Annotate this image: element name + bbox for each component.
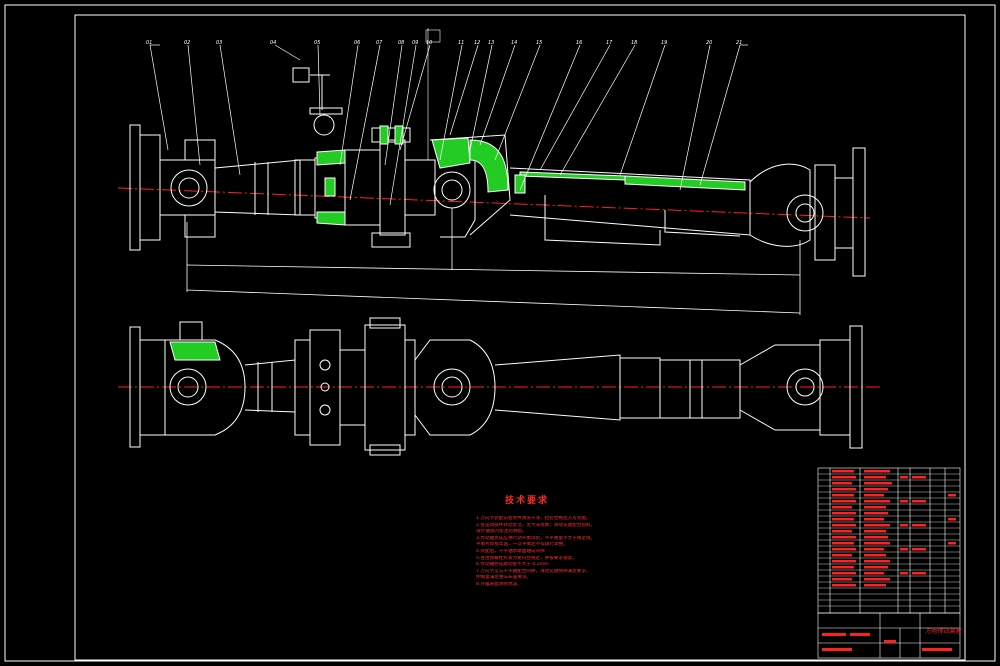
svg-text:08: 08 bbox=[398, 40, 404, 46]
tech-note-3: 滚针轴承内加注润滑脂。 bbox=[476, 529, 527, 535]
svg-text:15: 15 bbox=[536, 40, 542, 46]
technical-requirements-title: 技术要求 bbox=[505, 496, 550, 506]
svg-text:14: 14 bbox=[511, 40, 517, 46]
svg-text:06: 06 bbox=[354, 40, 360, 46]
tech-note-5: 平衡片焊接牢固，一次平衡后不得再行调整。 bbox=[476, 542, 568, 548]
svg-text:02: 02 bbox=[184, 40, 190, 46]
svg-text:19: 19 bbox=[661, 40, 667, 46]
tech-note-2: 2.各运动部件转动灵活，无卡滞现象；滑动花键配合良好。 bbox=[476, 522, 596, 528]
svg-text:11: 11 bbox=[458, 40, 464, 46]
lower-view bbox=[118, 317, 882, 456]
tech-note-1: 1.万向节装配前各零件清洗干净，检验合格后方可装配。 bbox=[476, 516, 591, 521]
svg-text:01: 01 bbox=[146, 40, 152, 46]
svg-text:17: 17 bbox=[606, 40, 613, 46]
svg-text:05: 05 bbox=[314, 40, 320, 46]
svg-text:16: 16 bbox=[576, 40, 582, 46]
outer-frame bbox=[4, 4, 996, 662]
technical-requirements-list: 1.万向节装配前各零件清洗干净，检验合格后方可装配。 2.各运动部件转动灵活，无… bbox=[476, 516, 648, 589]
svg-text:21: 21 bbox=[736, 40, 742, 46]
tech-note-7: 5.各连接螺栓拧紧力矩符合规定，并按要求锁紧。 bbox=[476, 555, 577, 561]
svg-text:07: 07 bbox=[376, 40, 383, 46]
svg-text:09: 09 bbox=[412, 40, 418, 46]
title-block-red-text bbox=[822, 633, 952, 651]
parts-list-rows bbox=[818, 473, 960, 607]
svg-text:04: 04 bbox=[270, 40, 276, 46]
drawing-title: 万向传动装置 bbox=[925, 628, 962, 635]
tech-note-10: 伸缩量满足整车布置要求。 bbox=[476, 575, 532, 581]
parts-list-red-text bbox=[832, 470, 956, 587]
svg-text:03: 03 bbox=[216, 40, 222, 46]
svg-text:12: 12 bbox=[474, 40, 480, 46]
tech-note-11: 8.外露表面涂防锈漆。 bbox=[476, 581, 522, 587]
tech-note-8: 6.传动轴总成跳动量不大于 0.2mm bbox=[476, 562, 549, 568]
svg-text:20: 20 bbox=[706, 40, 712, 46]
balloon-labels: 01 02 03 04 05 06 07 08 09 10 11 12 13 1… bbox=[146, 40, 742, 46]
svg-text:13: 13 bbox=[488, 40, 494, 46]
tech-note-6: 4.装配后，十字轴承端面轴向间隙 bbox=[476, 548, 545, 554]
svg-text:18: 18 bbox=[631, 40, 637, 46]
leader-lines bbox=[149, 44, 748, 206]
inner-frame bbox=[74, 14, 966, 661]
svg-text:10: 10 bbox=[426, 40, 432, 46]
tech-note-4: 3.传动轴总成应进行动平衡试验，不平衡量不大于规定值， bbox=[476, 535, 596, 541]
section-marker bbox=[425, 28, 441, 160]
upper-view bbox=[117, 67, 871, 315]
tech-note-9: 7.万向节叉与十字轴配合间隙，滑动花键侧隙满足要求， bbox=[476, 568, 591, 574]
